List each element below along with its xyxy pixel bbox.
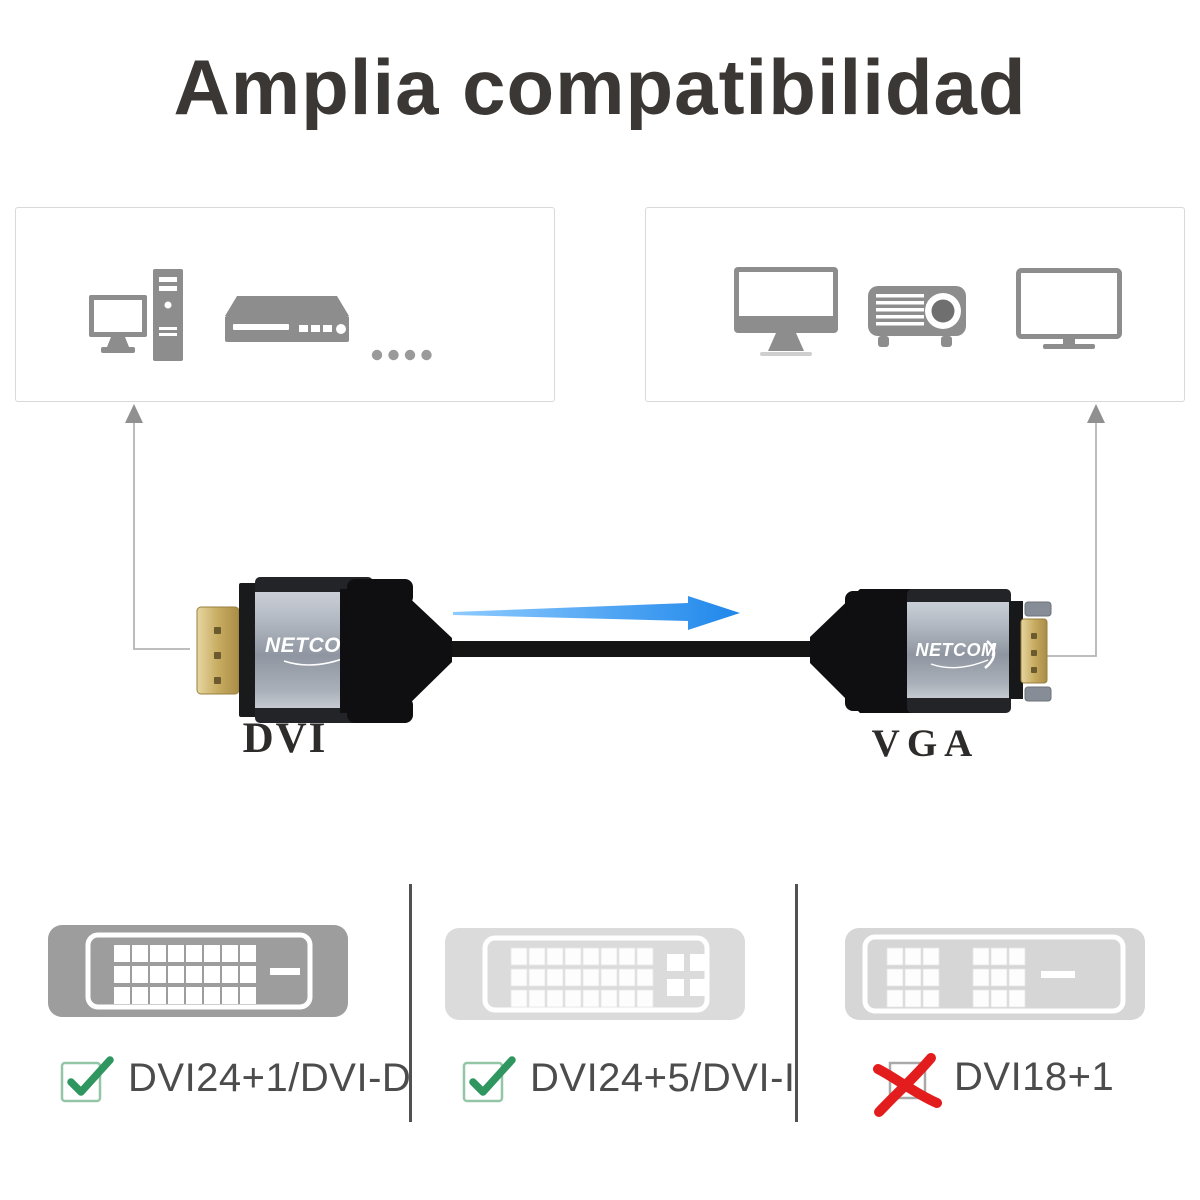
up-arrow-left (125, 404, 190, 650)
netcom-logo: NETCOM (265, 632, 361, 669)
dvi-label: DVI (242, 715, 328, 762)
compatibility-item: DVI24+5/DVI-I (462, 1053, 796, 1103)
compatibility-item: DVI18+1 (868, 1046, 1114, 1120)
compatibility-label: DVI18+1 (954, 1055, 1115, 1099)
compatibility-item: DVI24+1/DVI-D (60, 1053, 411, 1103)
source-devices-box (15, 207, 555, 402)
vga-connector: NETCOM (810, 589, 1052, 713)
cross-icon (873, 1053, 942, 1117)
check-icon (60, 1056, 114, 1103)
svg-text:NETCOM: NETCOM (265, 634, 359, 657)
up-arrow-right (1034, 404, 1105, 657)
dvi-i-24-5-port-icon (445, 928, 745, 1020)
desktop-computer-icon (89, 268, 183, 361)
page-title: Amplia compatibilidad (173, 43, 1027, 131)
dvi-18-1-port-icon (845, 928, 1145, 1020)
section-divider (409, 884, 412, 1122)
section-divider (795, 884, 798, 1122)
dvi-connector: NETCOM (196, 577, 452, 723)
monitor-icon (734, 267, 838, 356)
dvd-player-icon (225, 296, 349, 342)
tv-icon (1016, 268, 1122, 349)
projector-icon (868, 286, 966, 347)
vga-label: VGA (871, 722, 980, 765)
compatibility-label: DVI24+1/DVI-D (128, 1056, 412, 1100)
svg-text:NETCOM: NETCOM (916, 640, 998, 660)
ellipsis-icon (371, 349, 432, 360)
compatibility-label: DVI24+5/DVI-I (530, 1056, 796, 1100)
check-icon (462, 1056, 516, 1103)
dvi-d-24-1-port-icon (48, 925, 348, 1017)
netcom-logo: NETCOM (916, 640, 998, 669)
direction-arrow-icon (453, 596, 740, 630)
display-devices-box (645, 207, 1185, 402)
cable-cord (448, 641, 862, 657)
